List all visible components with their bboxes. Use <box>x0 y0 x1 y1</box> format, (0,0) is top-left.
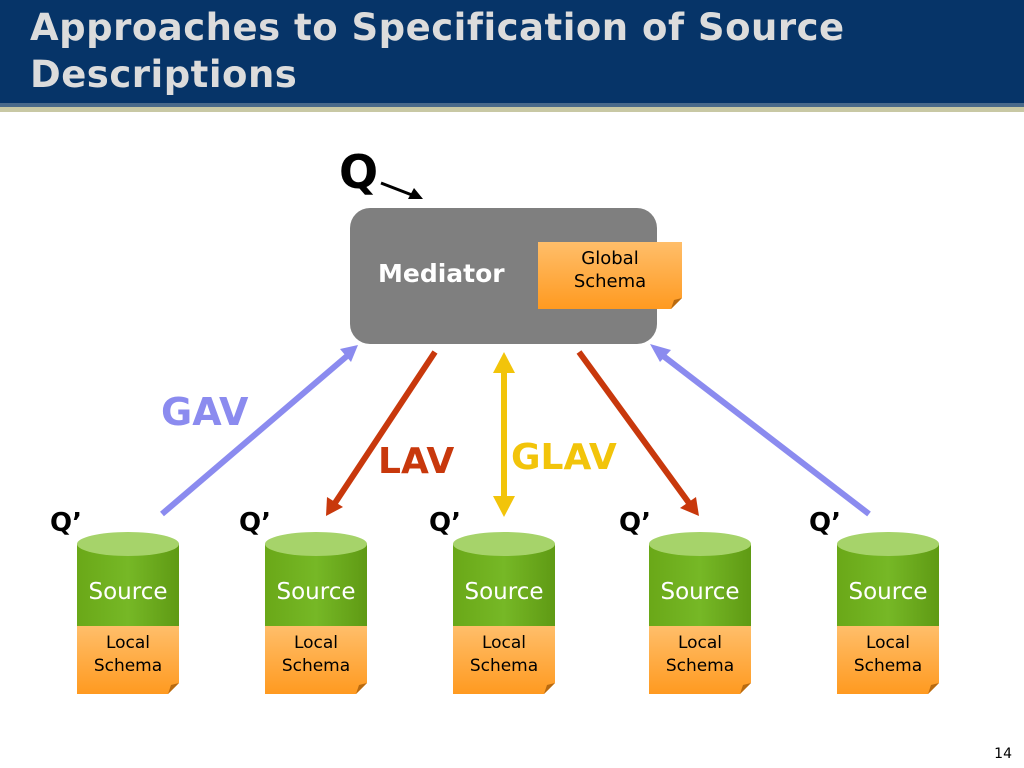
local-schema-label: Local Schema <box>853 633 923 676</box>
source-query-label: Q’ <box>809 508 841 538</box>
local-schema-label: Local Schema <box>281 633 351 676</box>
source-label: Source <box>88 579 168 605</box>
lav-arrow-left <box>326 350 438 516</box>
local-schema-label: Local Schema <box>665 633 735 676</box>
slide-title: Approaches to Specification of Source De… <box>30 6 845 96</box>
source-cylinder <box>265 532 367 694</box>
title-rule <box>0 103 1024 107</box>
source-cylinder <box>77 532 179 694</box>
query-arrow <box>380 181 423 199</box>
glav-arrow <box>493 352 515 517</box>
source-label: Source <box>276 579 356 605</box>
page-number: 14 <box>994 746 1012 762</box>
source-query-label: Q’ <box>619 508 651 538</box>
source-label: Source <box>660 579 740 605</box>
glav-label: GLAV <box>511 437 617 478</box>
source-label: Source <box>464 579 544 605</box>
gav-arrow-right <box>650 344 871 517</box>
global-schema-label: Global Schema <box>573 248 647 292</box>
source-label: Source <box>848 579 928 605</box>
lav-label: LAV <box>378 441 455 482</box>
source-cylinder <box>453 532 555 694</box>
source-cylinder <box>649 532 751 694</box>
local-schema-label: Local Schema <box>469 633 539 676</box>
title-bar <box>0 0 1024 103</box>
source-cylinder <box>837 532 939 694</box>
gav-label: GAV <box>161 390 249 434</box>
source-query-label: Q’ <box>429 508 461 538</box>
local-schema-label: Local Schema <box>93 633 163 676</box>
source-query-label: Q’ <box>50 508 82 538</box>
gav-arrow-left <box>160 345 358 517</box>
query-label: Q <box>339 145 379 199</box>
lav-arrow-right <box>576 350 699 516</box>
source-query-label: Q’ <box>239 508 271 538</box>
title-rule-accent <box>0 107 1024 112</box>
mediator-label: Mediator <box>378 259 505 288</box>
global-schema-note <box>538 242 682 309</box>
